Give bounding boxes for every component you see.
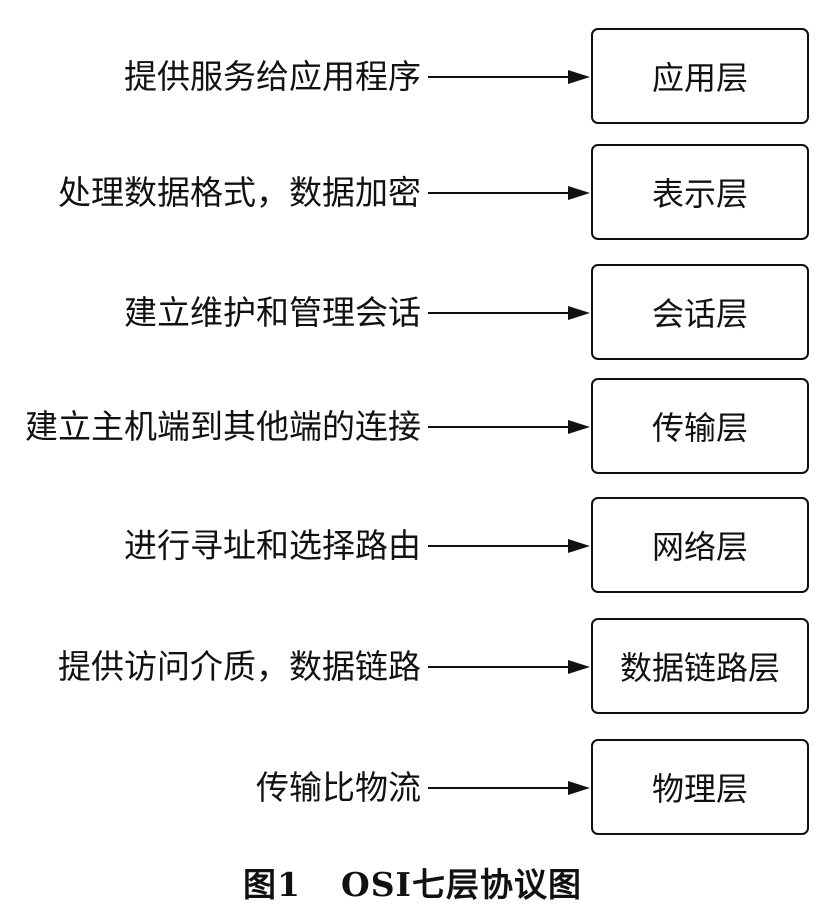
layer-row-presentation: 处理数据格式，数据加密 表示层: [0, 144, 825, 242]
layer-box: 物理层: [591, 739, 809, 835]
figure-title: OSI七层协议图: [340, 865, 582, 904]
arrow-right-icon: [428, 70, 590, 84]
layer-row-session: 建立维护和管理会话 会话层: [0, 264, 825, 362]
arrow-right-icon: [428, 420, 590, 434]
figure-caption: 图1 OSI七层协议图: [0, 858, 825, 906]
layer-box: 应用层: [591, 28, 809, 124]
arrow-right-icon: [428, 781, 590, 795]
layer-function-label: 提供服务给应用程序: [124, 57, 421, 96]
layer-function-label: 提供访问介质，数据链路: [58, 647, 421, 686]
arrow-right-icon: [428, 186, 590, 200]
layer-function-label: 建立主机端到其他端的连接: [25, 407, 421, 446]
layer-row-network: 进行寻址和选择路由 网络层: [0, 497, 825, 595]
layer-function-label: 建立维护和管理会话: [124, 293, 421, 332]
layer-box: 网络层: [591, 497, 809, 593]
layer-function-label: 传输比物流: [256, 768, 421, 807]
layer-function-label: 处理数据格式，数据加密: [58, 173, 421, 212]
layer-row-transport: 建立主机端到其他端的连接 传输层: [0, 378, 825, 476]
arrow-right-icon: [428, 306, 590, 320]
layer-row-data-link: 提供访问介质，数据链路 数据链路层: [0, 618, 825, 716]
layer-box: 数据链路层: [591, 618, 809, 714]
arrow-right-icon: [428, 660, 590, 674]
arrow-right-icon: [428, 539, 590, 553]
layer-function-label: 进行寻址和选择路由: [124, 526, 421, 565]
figure-number: 图1: [243, 865, 301, 904]
layer-box: 表示层: [591, 144, 809, 240]
layer-row-physical: 传输比物流 物理层: [0, 739, 825, 837]
layer-box: 传输层: [591, 378, 809, 474]
layer-box: 会话层: [591, 264, 809, 360]
layer-row-application: 提供服务给应用程序 应用层: [0, 28, 825, 126]
